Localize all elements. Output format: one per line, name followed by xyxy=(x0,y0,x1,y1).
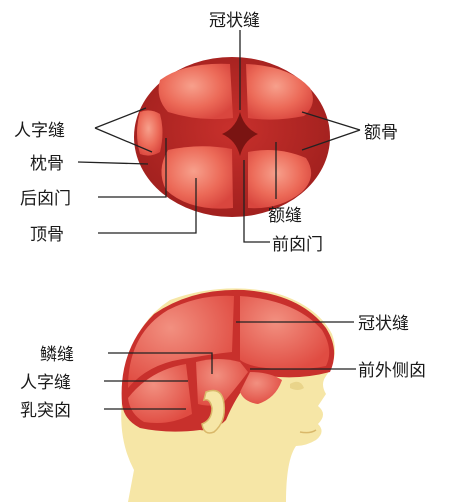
label-coronal-suture-side: 冠状缝 xyxy=(358,314,409,334)
frontal-bone-upper xyxy=(246,64,313,120)
label-coronal-suture-top: 冠状缝 xyxy=(209,11,260,31)
label-frontal-bone: 额骨 xyxy=(364,123,398,143)
parietal-bone-upper xyxy=(159,64,233,119)
label-lambdoid-suture-top: 人字缝 xyxy=(14,121,65,141)
occipital-bone xyxy=(137,110,163,155)
leader-occipital xyxy=(78,162,148,164)
label-anterolateral-fontanelle: 前外侧囟 xyxy=(358,361,426,381)
label-lambdoid-suture-side: 人字缝 xyxy=(20,373,71,393)
frontal-bone-lower xyxy=(248,150,311,208)
label-squamous-suture: 鳞缝 xyxy=(40,345,74,365)
label-mastoid-fontanelle: 乳突囟 xyxy=(20,401,71,421)
label-occipital-bone: 枕骨 xyxy=(30,154,64,174)
top-view-skull xyxy=(134,57,330,217)
label-posterior-fontanelle: 后囟门 xyxy=(20,189,71,209)
label-frontal-suture: 额缝 xyxy=(268,206,302,226)
side-frontal-bone xyxy=(240,296,329,370)
side-view-head xyxy=(121,288,335,502)
label-anterior-fontanelle: 前囟门 xyxy=(272,235,323,255)
label-parietal-bone: 顶骨 xyxy=(30,225,64,245)
